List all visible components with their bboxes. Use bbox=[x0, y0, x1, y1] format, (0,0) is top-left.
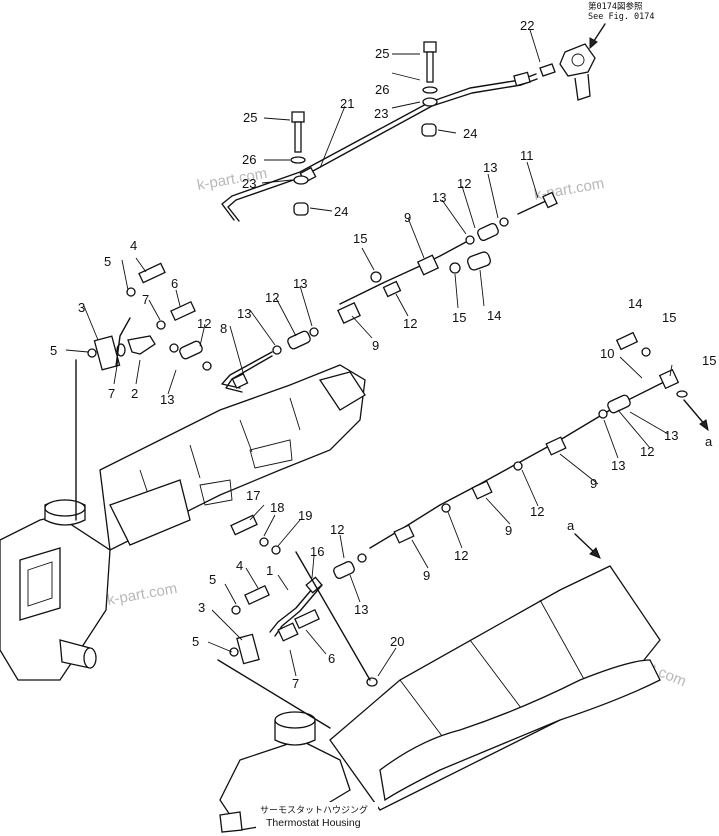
label-5b: 5 bbox=[50, 343, 57, 358]
label-7b: 7 bbox=[108, 386, 115, 401]
label-15c: 15 bbox=[662, 310, 676, 325]
label-12f: 12 bbox=[530, 504, 544, 519]
leader-lines bbox=[65, 29, 673, 677]
label-8: 8 bbox=[220, 321, 227, 336]
label-22: 22 bbox=[520, 18, 534, 33]
label-3a: 3 bbox=[78, 300, 85, 315]
lower-clamp-set bbox=[229, 514, 378, 687]
label-13e: 13 bbox=[160, 392, 174, 407]
label-12g: 12 bbox=[454, 548, 468, 563]
label-7a: 7 bbox=[142, 292, 149, 307]
callout-a-arrowhead-1 bbox=[699, 419, 709, 432]
label-23b: 23 bbox=[242, 176, 256, 191]
housing-label-jp: サーモスタットハウジング bbox=[260, 804, 368, 816]
label-25b: 25 bbox=[243, 110, 257, 125]
label-7c: 7 bbox=[292, 676, 299, 691]
right-harness bbox=[333, 331, 688, 579]
label-25a: 25 bbox=[375, 46, 389, 61]
label-16: 16 bbox=[310, 544, 324, 559]
label-21: 21 bbox=[340, 96, 354, 111]
label-9b: 9 bbox=[372, 338, 379, 353]
label-2: 2 bbox=[131, 386, 138, 401]
upper-bolt-set bbox=[421, 41, 438, 137]
label-14b: 14 bbox=[628, 296, 642, 311]
label-26b: 26 bbox=[242, 152, 256, 167]
label-18: 18 bbox=[270, 500, 284, 515]
callout-a-arrow-1 bbox=[683, 399, 707, 427]
label-4a: 4 bbox=[130, 238, 137, 253]
label-12a: 12 bbox=[457, 176, 471, 191]
label-13a: 13 bbox=[483, 160, 497, 175]
label-13h: 13 bbox=[354, 602, 368, 617]
engine-block-upper bbox=[0, 317, 366, 681]
label-19: 19 bbox=[298, 508, 312, 523]
watermark-1: k-part.com bbox=[196, 165, 269, 194]
label-13g: 13 bbox=[611, 458, 625, 473]
header-note-jp: 第0174図参照 bbox=[588, 1, 643, 12]
label-10: 10 bbox=[600, 346, 614, 361]
label-5a: 5 bbox=[104, 254, 111, 269]
lower-bolt-set bbox=[290, 111, 309, 216]
label-17: 17 bbox=[246, 488, 260, 503]
watermark-3: k-part.com bbox=[106, 580, 179, 609]
label-12c: 12 bbox=[265, 290, 279, 305]
header-arrowhead bbox=[589, 37, 598, 50]
label-24a: 24 bbox=[463, 126, 477, 141]
label-5c: 5 bbox=[209, 572, 216, 587]
label-13c: 13 bbox=[293, 276, 307, 291]
label-26a: 26 bbox=[375, 82, 389, 97]
header-note-en: See Fig. 0174 bbox=[588, 12, 655, 22]
label-5d: 5 bbox=[192, 634, 199, 649]
part-numbers: 22 25 26 23 21 24 25 26 23 24 11 13 12 1… bbox=[50, 18, 716, 691]
tube-21 bbox=[221, 71, 538, 222]
label-6b: 6 bbox=[328, 651, 335, 666]
label-6a: 6 bbox=[171, 276, 178, 291]
left-clamp-set bbox=[87, 262, 212, 371]
label-12b: 12 bbox=[403, 316, 417, 331]
label-a1: a bbox=[705, 434, 713, 449]
label-9a: 9 bbox=[404, 210, 411, 225]
callout-a-arrowhead-2 bbox=[589, 547, 601, 559]
label-4b: 4 bbox=[236, 558, 243, 573]
label-9e: 9 bbox=[423, 568, 430, 583]
label-15b: 15 bbox=[452, 310, 466, 325]
label-a2: a bbox=[567, 518, 575, 533]
label-24b: 24 bbox=[334, 204, 348, 219]
housing-label-bg bbox=[256, 802, 378, 828]
flange-fitting bbox=[539, 43, 596, 101]
label-14a: 14 bbox=[487, 308, 501, 323]
label-13b: 13 bbox=[432, 190, 446, 205]
upper-harness bbox=[221, 191, 558, 393]
label-13f: 13 bbox=[664, 428, 678, 443]
label-23a: 23 bbox=[374, 106, 388, 121]
housing-label-en: Thermostat Housing bbox=[266, 817, 361, 829]
label-15a: 15 bbox=[353, 231, 367, 246]
label-11: 11 bbox=[520, 148, 534, 163]
label-3b: 3 bbox=[198, 600, 205, 615]
label-1: 1 bbox=[266, 563, 273, 578]
callout-a-arrow-2 bbox=[574, 533, 597, 555]
label-9d: 9 bbox=[505, 523, 512, 538]
engine-block-lower bbox=[217, 565, 661, 833]
label-9c: 9 bbox=[590, 476, 597, 491]
label-12d: 12 bbox=[197, 316, 211, 331]
label-13d: 13 bbox=[237, 306, 251, 321]
label-12h: 12 bbox=[330, 522, 344, 537]
label-20: 20 bbox=[390, 634, 404, 649]
label-15d: 15 bbox=[702, 353, 716, 368]
label-12e: 12 bbox=[640, 444, 654, 459]
